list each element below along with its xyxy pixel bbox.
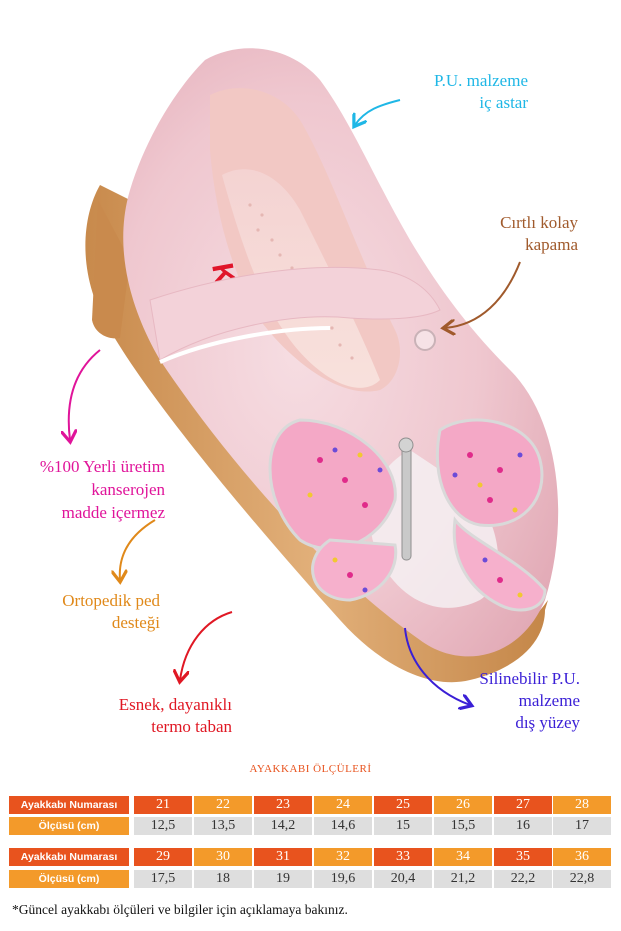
size-cell: 25	[374, 796, 432, 814]
cm-cell: 12,5	[134, 817, 192, 835]
callout-line: malzeme	[518, 691, 580, 710]
footnote: *Güncel ayakkabı ölçüleri ve bilgiler iç…	[12, 902, 348, 917]
callout-orthopedic: Ortopedik ped desteği	[10, 590, 160, 634]
cm-row: Ölçüsü (cm) 17,5 18 19 19,6 20,4 21,2 22…	[9, 870, 611, 888]
arrow-sole	[180, 611, 233, 680]
size-cell: 33	[374, 848, 432, 866]
callout-local-production: %100 Yerli üretim kanserojen madde içerm…	[5, 455, 165, 524]
cm-cell: 19,6	[314, 870, 372, 888]
butterfly-ornament	[268, 418, 547, 612]
size-cell: 21	[134, 796, 192, 814]
cm-cell: 13,5	[194, 817, 252, 835]
cm-cell: 17,5	[134, 870, 192, 888]
callout-line: Silinebilir P.U.	[479, 669, 580, 688]
callout-line: iç astar	[479, 93, 528, 112]
size-row: Ayakkabı Numarası 29 30 31 32 33 34 35 3…	[9, 848, 611, 866]
callout-velcro: Cırtlı kolay kapama	[440, 212, 578, 256]
callout-line: Esnek, dayanıklı	[118, 695, 232, 714]
callout-line: madde içermez	[61, 503, 165, 522]
velcro-strap	[149, 266, 441, 361]
size-row: Ayakkabı Numarası 21 22 23 24 25 26 27 2…	[9, 796, 611, 814]
cm-cell: 22,8	[553, 870, 611, 888]
arrow-orthopedic	[120, 519, 156, 580]
cm-cell: 22,2	[494, 870, 552, 888]
callout-line: P.U. malzeme	[434, 71, 528, 90]
size-cell: 32	[314, 848, 372, 866]
arrow-velcro	[445, 261, 521, 328]
size-cell: 22	[194, 796, 252, 814]
cm-row-label: Ölçüsü (cm)	[9, 870, 129, 888]
callout-outer-surface: Silinebilir P.U. malzeme dış yüzey	[440, 668, 580, 734]
size-cell: 26	[434, 796, 492, 814]
shoe-heel	[92, 200, 130, 339]
size-cell: 27	[494, 796, 552, 814]
cm-row-label: Ölçüsü (cm)	[9, 817, 129, 835]
cm-cell: 15	[374, 817, 432, 835]
strap-buckle	[414, 329, 436, 351]
callout-line: kanserojen	[91, 480, 165, 499]
size-cell: 28	[553, 796, 611, 814]
callout-line: %100 Yerli üretim	[39, 457, 165, 476]
size-cell: 30	[194, 848, 252, 866]
cm-cell: 14,2	[254, 817, 312, 835]
size-chart-title: AYAKKABI ÖLÇÜLERİ	[249, 763, 372, 775]
arrow-local-production	[69, 349, 101, 440]
product-image: KAI	[0, 48, 559, 760]
size-cell: 35	[494, 848, 552, 866]
cm-cell: 15,5	[434, 817, 492, 835]
cm-cell: 19	[254, 870, 312, 888]
size-row-label: Ayakkabı Numarası	[9, 848, 129, 866]
cm-cell: 17	[553, 817, 611, 835]
cm-cell: 16	[494, 817, 552, 835]
size-cell: 24	[314, 796, 372, 814]
callout-line: desteği	[111, 613, 160, 632]
size-cell: 23	[254, 796, 312, 814]
cm-cell: 21,2	[434, 870, 492, 888]
callout-pu-material: P.U. malzeme iç astar	[398, 70, 528, 114]
size-cell: 29	[134, 848, 192, 866]
callout-line: Ortopedik ped	[62, 591, 160, 610]
callout-sole: Esnek, dayanıklı termo taban	[60, 694, 232, 738]
cm-cell: 14,6	[314, 817, 372, 835]
cm-row: Ölçüsü (cm) 12,5 13,5 14,2 14,6 15 15,5 …	[9, 817, 611, 835]
callout-line: termo taban	[151, 717, 232, 736]
size-cell: 34	[434, 848, 492, 866]
cm-cell: 18	[194, 870, 252, 888]
size-cell: 36	[553, 848, 611, 866]
arrow-pu-material	[355, 99, 401, 125]
callout-line: dış yüzey	[515, 713, 580, 732]
callout-line: Cırtlı kolay	[500, 213, 578, 232]
callout-line: kapama	[525, 235, 578, 254]
size-row-label: Ayakkabı Numarası	[9, 796, 129, 814]
size-cell: 31	[254, 848, 312, 866]
cm-cell: 20,4	[374, 870, 432, 888]
arrow-outer-surface	[404, 627, 470, 705]
